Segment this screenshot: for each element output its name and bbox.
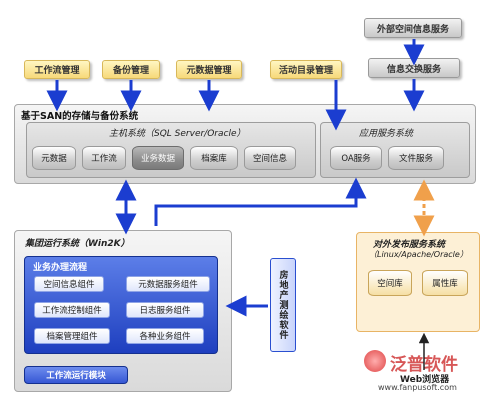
module-label: 工作流管理	[34, 66, 80, 76]
service-file: 文件服务	[388, 146, 444, 170]
module-label: 元数据管理	[186, 66, 232, 76]
component-archive-management: 档案管理组件	[34, 328, 110, 344]
module-label: 备份管理	[112, 66, 149, 76]
service-label: OA服务	[341, 154, 371, 164]
biz-flow-title: 业务办理流程	[33, 263, 88, 273]
db-archive: 档案库	[190, 146, 238, 170]
exchange-service-label: 信息交换服务	[386, 64, 441, 75]
module-metadata-management: 元数据管理	[176, 60, 242, 79]
component-label: 日志服务组件	[139, 306, 191, 316]
web-browser-label: Web浏览器	[400, 375, 450, 385]
cluster-title: 集团运行系统（Win2K）	[25, 239, 130, 249]
component-log-service: 日志服务组件	[126, 302, 204, 318]
component-label: 各种业务组件	[139, 332, 191, 342]
component-label: 档案管理组件	[46, 332, 98, 342]
app-service-title: 应用服务系统	[359, 129, 414, 139]
workflow-runtime-label: 工作流运行模块	[46, 371, 106, 381]
realestate-software-label: 房地产测绘软件	[277, 270, 288, 340]
component-workflow-control: 工作流控制组件	[34, 302, 110, 318]
module-label: 活动目录管理	[278, 66, 333, 76]
module-backup-management: 备份管理	[102, 60, 160, 79]
component-label: 空间信息组件	[43, 280, 95, 290]
component-label: 工作流控制组件	[42, 306, 102, 316]
db-business: 业务数据	[132, 146, 184, 170]
db-label: 工作流	[91, 154, 117, 164]
realestate-software-box: 房地产测绘软件	[270, 258, 296, 352]
arrow-cluster-app	[154, 177, 367, 226]
db-label: 元数据	[41, 154, 67, 164]
workflow-runtime-module: 工作流运行模块	[24, 366, 128, 384]
lib-spatial: 空间库	[368, 270, 412, 296]
watermark-logo	[364, 350, 386, 372]
lib-label: 空间库	[377, 279, 403, 289]
watermark-url: www.fanpusoft.com	[378, 383, 457, 392]
publish-title: 对外发布服务系统	[373, 240, 446, 250]
component-business: 各种业务组件	[126, 328, 204, 344]
component-label: 元数据服务组件	[138, 280, 198, 290]
db-label: 空间信息	[252, 154, 287, 164]
publish-subtitle: （Linux/Apache/Oracle）	[369, 250, 468, 259]
service-oa: OA服务	[330, 146, 382, 170]
external-spatial-service-box: 外部空间信息服务	[364, 18, 462, 38]
module-workflow-management: 工作流管理	[24, 60, 90, 79]
db-workflow: 工作流	[82, 146, 126, 170]
db-label: 业务数据	[140, 154, 175, 164]
component-spatial: 空间信息组件	[34, 276, 104, 292]
external-spatial-service-label: 外部空间信息服务	[376, 24, 449, 35]
db-label: 档案库	[201, 154, 227, 164]
service-label: 文件服务	[398, 154, 433, 164]
component-metadata-service: 元数据服务组件	[126, 276, 210, 292]
host-system-title: 主机系统（SQL Server/Oracle）	[109, 129, 246, 139]
db-spatial: 空间信息	[244, 146, 296, 170]
lib-attribute: 属性库	[422, 270, 468, 296]
san-title: 基于SAN的存储与备份系统	[21, 111, 139, 122]
module-ad-management: 活动目录管理	[270, 60, 342, 79]
lib-label: 属性库	[432, 279, 458, 289]
db-metadata: 元数据	[32, 146, 76, 170]
